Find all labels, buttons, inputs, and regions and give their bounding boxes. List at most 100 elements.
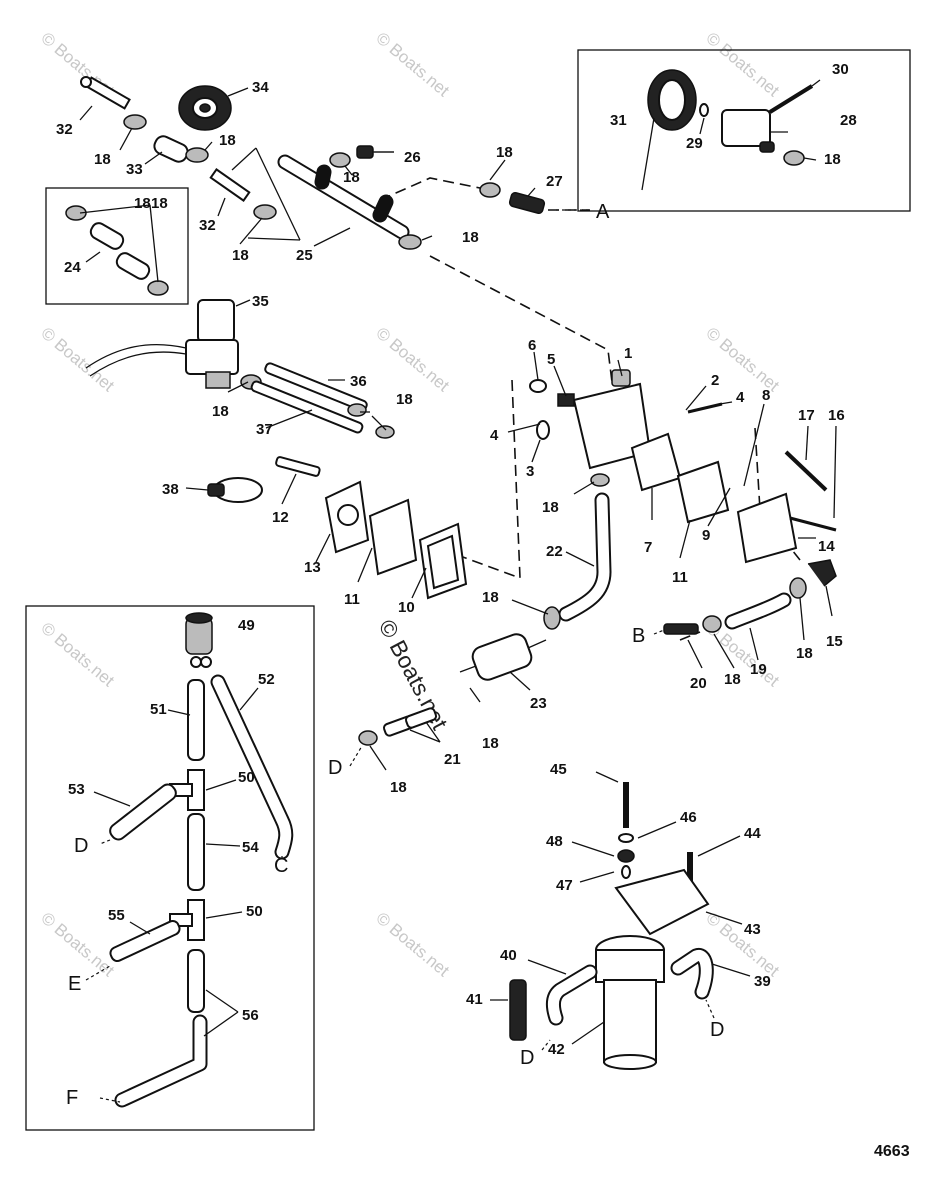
- hose-53: [109, 783, 177, 841]
- callout-18: 18: [212, 403, 229, 420]
- hose-24: [89, 222, 151, 280]
- callout-5: 5: [547, 351, 555, 368]
- clamp-18e: [398, 234, 422, 250]
- hose-52: [210, 674, 294, 860]
- watermark: © Boats.net: [372, 29, 453, 101]
- callout-46: 46: [680, 809, 697, 826]
- callout-29: 29: [686, 135, 703, 152]
- callout-31: 31: [610, 112, 627, 129]
- callout-14: 14: [818, 538, 835, 555]
- clamp-18g: [783, 150, 805, 166]
- callout-18: 18: [396, 391, 413, 408]
- callout-17: 17: [798, 407, 815, 424]
- callout-2: 2: [711, 372, 719, 389]
- leader-lines: [79, 79, 837, 1045]
- inset-box-lower-left: [25, 605, 315, 1131]
- boot-31: [647, 69, 697, 131]
- watermark: © Boats.net: [372, 324, 453, 396]
- callout-27: 27: [546, 173, 563, 190]
- pump-body-9: [736, 492, 798, 564]
- fuel-filter-23: [459, 633, 547, 681]
- callout-13: 13: [304, 559, 321, 576]
- callout-42: 42: [548, 1041, 565, 1058]
- hose-39: [670, 948, 714, 1000]
- water-separating-filter-42: [595, 935, 665, 1070]
- hose-51: [187, 679, 205, 761]
- hose-36: [264, 362, 368, 412]
- callout-7: 7: [644, 539, 652, 556]
- connector-a: A: [596, 201, 610, 223]
- hose-56: [114, 949, 208, 1108]
- watermark-layer: © Boats.net © Boats.net © Boats.net © Bo…: [37, 29, 783, 981]
- callout-18: 18: [796, 645, 813, 662]
- callout-4: 4: [490, 427, 499, 444]
- hose-54: [187, 813, 205, 891]
- pulley-34: [178, 85, 232, 131]
- hose-33: [153, 135, 189, 163]
- figure-number: 4663: [874, 1143, 910, 1160]
- callout-52: 52: [258, 671, 275, 688]
- callout-9: 9: [702, 527, 710, 544]
- hose-19: [724, 592, 792, 630]
- bracket-43: [614, 868, 710, 936]
- fitting-5: [557, 393, 575, 407]
- watermark: © Boats.net: [37, 619, 118, 691]
- inset-box-hose-24: [45, 187, 189, 305]
- callout-12: 12: [272, 509, 289, 526]
- callout-18: 18: [482, 735, 499, 752]
- callout-32: 32: [56, 121, 73, 138]
- fitting-49: [185, 612, 213, 668]
- screw-2: [687, 402, 723, 414]
- callout-18: 18: [824, 151, 841, 168]
- callout-56: 56: [242, 1007, 259, 1024]
- callout-53: 53: [68, 781, 85, 798]
- clamp-18f: [479, 182, 501, 198]
- screw-30: [768, 84, 814, 114]
- callout-51: 51: [150, 701, 167, 718]
- hose-55: [109, 919, 181, 963]
- callout-28: 28: [840, 112, 857, 129]
- clamp-18a: [123, 114, 147, 130]
- callout-22: 22: [546, 543, 563, 560]
- callout-50: 50: [238, 769, 255, 786]
- manifold-tube-25: [277, 154, 410, 240]
- connector-f: F: [66, 1087, 78, 1109]
- callout-8: 8: [762, 387, 770, 404]
- callout-32: 32: [199, 217, 216, 234]
- callout-1: 1: [624, 345, 632, 362]
- elbow-15: [807, 559, 837, 587]
- clamp-38: [207, 477, 263, 503]
- spring-41: [509, 979, 527, 1041]
- callout-35: 35: [252, 293, 269, 310]
- callout-39: 39: [754, 973, 771, 990]
- callout-23: 23: [530, 695, 547, 712]
- callout-10: 10: [398, 599, 415, 616]
- clamp-18i: [347, 403, 395, 439]
- callout-40: 40: [500, 947, 517, 964]
- clamp-18m: [543, 606, 561, 630]
- washer-3: [536, 420, 550, 440]
- callout-34: 34: [252, 79, 269, 96]
- gasket-11b: [368, 498, 418, 576]
- connector-d: D: [520, 1047, 534, 1069]
- gasket-10: [418, 522, 468, 600]
- callout-3: 3: [526, 463, 534, 480]
- plate-13: [324, 480, 370, 554]
- callout-18: 18: [94, 151, 111, 168]
- clamp-18n: [358, 730, 378, 746]
- callout-11: 11: [672, 569, 688, 586]
- callout-18: 18: [219, 132, 236, 149]
- fitting-20: [663, 623, 699, 635]
- callout-21: 21: [444, 751, 461, 768]
- fitting-27: [508, 191, 546, 215]
- callout-49: 49: [238, 617, 255, 634]
- callout-37: 37: [256, 421, 273, 438]
- connector-lines: [85, 209, 715, 1103]
- callout-50: 50: [246, 903, 263, 920]
- connector-d: D: [74, 835, 88, 857]
- watermark: © Boats.net: [702, 29, 783, 101]
- diaphragm-11a: [676, 460, 730, 524]
- callout-33: 33: [126, 161, 143, 178]
- connector-e: E: [68, 973, 81, 995]
- clamp-18b: [185, 147, 209, 163]
